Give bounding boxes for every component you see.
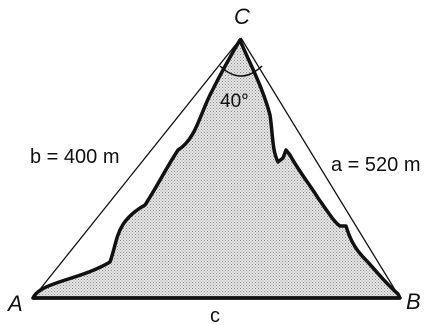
side-c-label: c — [210, 305, 220, 325]
vertex-c-label: C — [234, 4, 250, 29]
side-b-label: b = 400 m — [30, 146, 120, 168]
side-a-label: a = 520 m — [331, 154, 421, 176]
angle-c-label: 40° — [220, 91, 249, 112]
vertex-a-label: A — [6, 291, 23, 316]
side-b-line — [32, 37, 242, 299]
vertex-b-label: B — [406, 289, 421, 314]
angle-c-arc — [219, 65, 263, 77]
side-a-line — [240, 37, 401, 299]
mountain-silhouette — [31, 38, 402, 300]
